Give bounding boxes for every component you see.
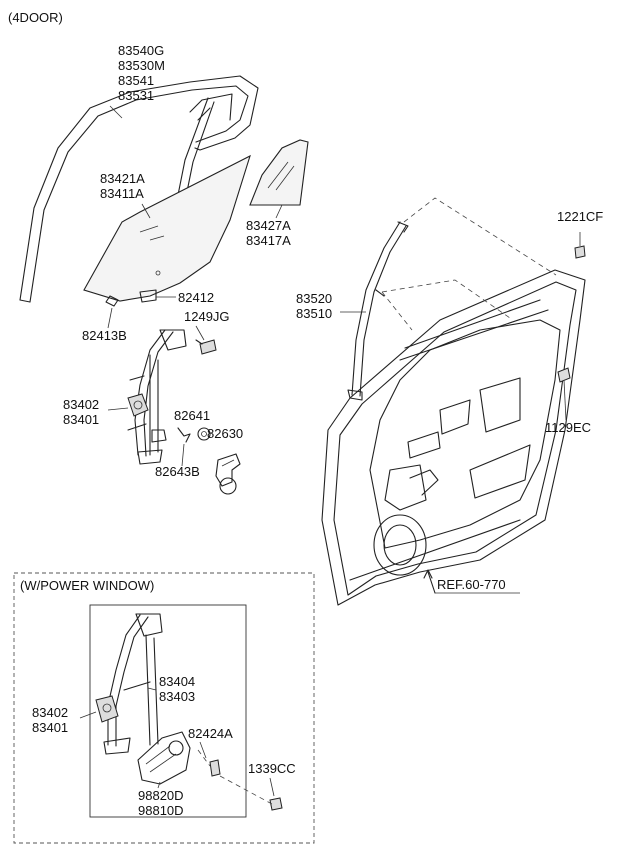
label-83510: 83510 bbox=[296, 306, 332, 321]
bolt-1221cf-illustration bbox=[574, 232, 586, 259]
label-83541: 83541 bbox=[118, 73, 154, 88]
label-98820d: 98820D bbox=[138, 788, 184, 803]
label-1129ec: 1129EC bbox=[545, 420, 591, 435]
label-83402: 83402 bbox=[63, 397, 99, 412]
label-83411a: 83411A bbox=[100, 186, 144, 201]
power-window-box bbox=[13, 572, 315, 844]
label-83404: 83404 bbox=[159, 674, 195, 689]
spring-clip-illustration bbox=[177, 427, 191, 443]
window-handle-illustration bbox=[215, 453, 241, 495]
label-82424a: 82424A bbox=[188, 726, 233, 741]
power-window-inner-box bbox=[89, 604, 247, 818]
label-83403: 83403 bbox=[159, 689, 195, 704]
motor-illustration bbox=[137, 731, 191, 785]
variant-label: (4DOOR) bbox=[8, 10, 63, 25]
manual-regulator-illustration bbox=[127, 329, 187, 465]
label-83421a: 83421A bbox=[100, 171, 145, 186]
bolt-1249jg-illustration bbox=[195, 339, 217, 355]
label-power-83402: 83402 bbox=[32, 705, 68, 720]
dashed-guide-2 bbox=[381, 291, 413, 331]
grommet-illustration bbox=[197, 427, 211, 441]
ref-arrow bbox=[427, 571, 436, 594]
label-83531: 83531 bbox=[118, 88, 154, 103]
screw-1339cc-illustration bbox=[219, 775, 283, 811]
label-82630: 82630 bbox=[207, 426, 243, 441]
rear-channel-illustration bbox=[347, 221, 409, 401]
quarter-glass-illustration bbox=[249, 139, 309, 206]
power-regulator-illustration bbox=[95, 613, 163, 755]
label-83417a: 83417A bbox=[246, 233, 291, 248]
dashed-guide-3 bbox=[381, 279, 511, 319]
label-ref-60-770: REF.60-770 bbox=[437, 577, 506, 592]
label-1249jg: 1249JG bbox=[184, 309, 230, 324]
bolt-1129ec-illustration bbox=[557, 367, 571, 421]
label-power-83401: 83401 bbox=[32, 720, 68, 735]
label-83427a: 83427A bbox=[246, 218, 291, 233]
door-panel-illustration bbox=[321, 269, 586, 606]
label-1339cc: 1339CC bbox=[248, 761, 296, 776]
label-82412: 82412 bbox=[178, 290, 214, 305]
label-83401: 83401 bbox=[63, 412, 99, 427]
label-98810d: 98810D bbox=[138, 803, 184, 818]
dashed-guide-1 bbox=[403, 197, 557, 276]
power-window-title: (W/POWER WINDOW) bbox=[20, 578, 154, 593]
label-82643b: 82643B bbox=[155, 464, 200, 479]
bolt-82424a-illustration bbox=[197, 749, 221, 777]
label-83520: 83520 bbox=[296, 291, 332, 306]
label-83530m: 83530M bbox=[118, 58, 165, 73]
label-82413b: 82413B bbox=[82, 328, 127, 343]
label-1221cf: 1221CF bbox=[557, 209, 603, 224]
door-glass-illustration bbox=[83, 154, 251, 307]
label-82641: 82641 bbox=[174, 408, 210, 423]
label-83540g: 83540G bbox=[118, 43, 164, 58]
